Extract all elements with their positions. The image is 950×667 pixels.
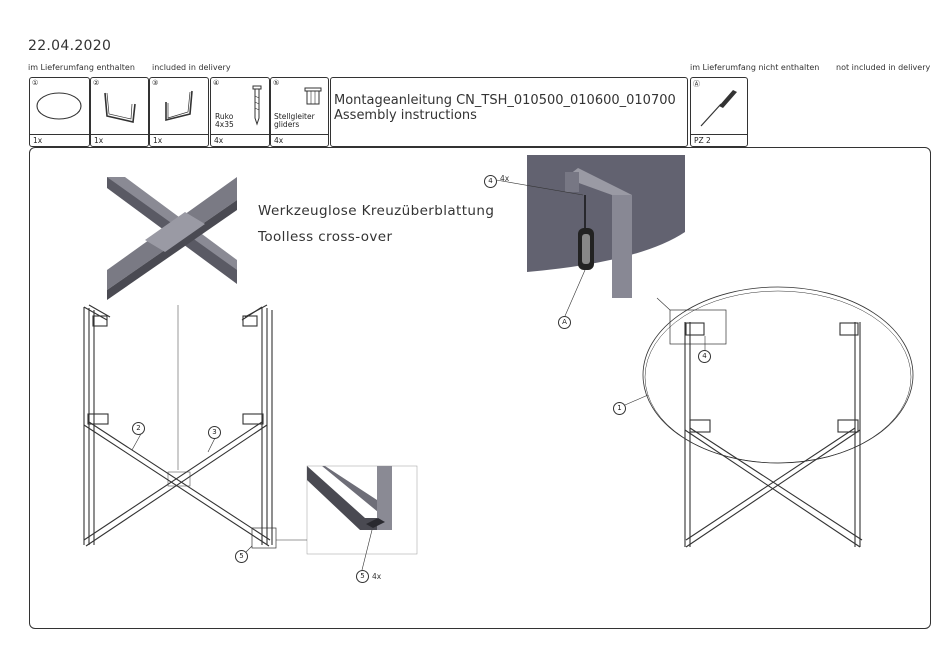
screwdriver-icon bbox=[700, 90, 737, 127]
screw-detail bbox=[527, 155, 685, 298]
tool-letter: Ⓐ bbox=[693, 80, 700, 88]
part-number: ④ bbox=[213, 79, 220, 87]
part-box-5: ⑤ Stellgleiter gliders 4x bbox=[270, 77, 329, 147]
part-box-2: ② 1x bbox=[90, 77, 149, 147]
callout-quantity: 4x bbox=[500, 174, 510, 183]
part-label-1: Stellgleiter bbox=[274, 112, 315, 121]
part-number: ③ bbox=[152, 79, 159, 87]
callout-part-4: 4 bbox=[698, 350, 711, 363]
part-label-2: 4x35 bbox=[215, 120, 234, 129]
not-included-label-de: im Lieferumfang nicht enthalten bbox=[690, 63, 820, 72]
crossover-detail-render bbox=[107, 177, 237, 305]
part-quantity: 4x bbox=[211, 134, 269, 146]
part-box-1: ① 1x bbox=[29, 77, 90, 147]
document-date: 22.04.2020 bbox=[28, 38, 112, 54]
frame-part-2-icon bbox=[104, 92, 136, 123]
round-tabletop-icon bbox=[36, 92, 82, 120]
caption-english: Toolless cross-over bbox=[258, 229, 393, 245]
part-number: ① bbox=[32, 79, 39, 87]
part-quantity: 1x bbox=[30, 134, 89, 146]
part-box-3: ③ 1x bbox=[149, 77, 209, 147]
callout-part-5: 5 bbox=[235, 550, 248, 563]
tool-spec: PZ 2 bbox=[691, 134, 747, 146]
screw-icon bbox=[252, 85, 262, 126]
included-label-en: included in delivery bbox=[152, 63, 231, 72]
part-quantity: 1x bbox=[150, 134, 208, 146]
part-number: ⑤ bbox=[273, 79, 280, 87]
glider-corner-detail bbox=[306, 465, 418, 555]
right-table-frame bbox=[642, 286, 914, 548]
callout-part-3: 3 bbox=[208, 426, 221, 439]
title-en: Assembly instructions bbox=[334, 108, 477, 123]
assembly-diagram-area bbox=[29, 147, 931, 629]
callout-part-2: 2 bbox=[132, 422, 145, 435]
part-label-2: gliders bbox=[274, 120, 300, 129]
caption-german: Werkzeuglose Kreuzüberblattung bbox=[258, 203, 495, 219]
callout-part-5-detail: 5 bbox=[356, 570, 369, 583]
callout-part-1: 1 bbox=[613, 402, 626, 415]
frame-part-3-icon bbox=[165, 90, 193, 122]
glider-icon bbox=[304, 87, 322, 105]
title-de: Montageanleitung CN_TSH_010500_010600_01… bbox=[334, 93, 676, 108]
part-number: ② bbox=[93, 79, 100, 87]
included-label-de: im Lieferumfang enthalten bbox=[28, 63, 135, 72]
callout-part-4-detail: 4 bbox=[484, 175, 497, 188]
part-box-4: ④ Ruko 4x35 4x bbox=[210, 77, 270, 147]
tool-box: Ⓐ PZ 2 bbox=[690, 77, 748, 147]
callout-quantity: 4x bbox=[372, 572, 382, 581]
not-included-label-en: not included in delivery bbox=[836, 63, 931, 72]
callout-tool-a: A bbox=[558, 316, 571, 329]
left-table-frame bbox=[83, 304, 307, 549]
title-box: Montageanleitung CN_TSH_010500_010600_01… bbox=[330, 77, 688, 147]
part-quantity: 4x bbox=[271, 134, 328, 146]
part-label-1: Ruko bbox=[215, 112, 234, 121]
part-quantity: 1x bbox=[91, 134, 148, 146]
